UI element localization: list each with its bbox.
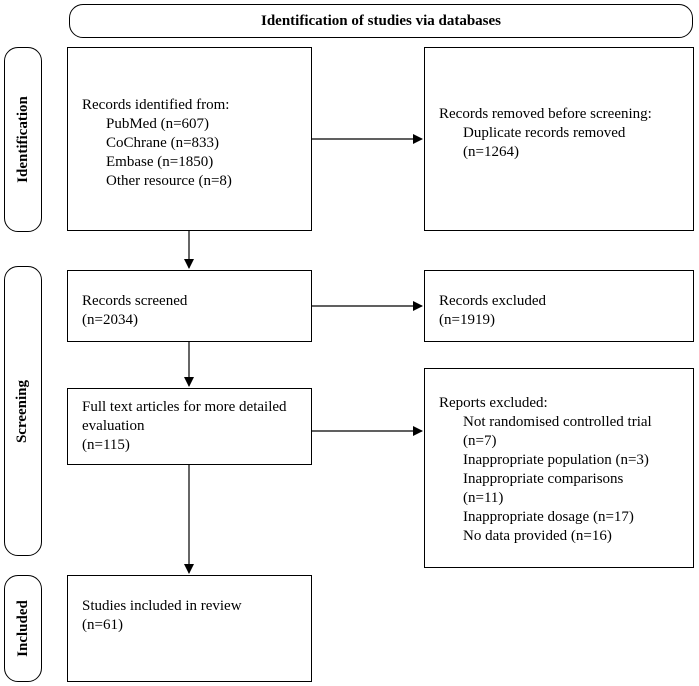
records-excluded-count: (n=1919) xyxy=(439,312,495,328)
reason-dosage: Inappropriate dosage (n=17) xyxy=(463,509,634,525)
stage-identification-label: Identification xyxy=(14,96,31,183)
reason-not-rct-count: (n=7) xyxy=(463,433,497,449)
header-title: Identification of studies via databases xyxy=(260,12,502,29)
records-screened-count: (n=2034) xyxy=(82,312,138,328)
stage-included-label: Included xyxy=(14,600,31,657)
studies-included-title: Studies included in review xyxy=(82,598,242,614)
header-box: Identification of studies via databases xyxy=(69,4,693,38)
source-other: Other resource (n=8) xyxy=(106,173,232,189)
stage-screening: Screening xyxy=(4,266,42,556)
source-embase: Embase (n=1850) xyxy=(106,154,214,170)
reason-comparisons: Inappropriate comparisons xyxy=(463,471,624,487)
duplicate-records-count: (n=1264) xyxy=(463,144,519,160)
reason-no-data: No data provided (n=16) xyxy=(463,528,612,544)
records-identified-box: Records identified from: PubMed (n=607) … xyxy=(67,47,312,231)
stage-included: Included xyxy=(4,575,42,682)
reports-excluded-title: Reports excluded: xyxy=(439,395,548,411)
records-removed-box: Records removed before screening: Duplic… xyxy=(424,47,694,231)
studies-included-count: (n=61) xyxy=(82,617,123,633)
stage-identification: Identification xyxy=(4,47,42,232)
stage-screening-label: Screening xyxy=(14,379,31,443)
reason-comparisons-count: (n=11) xyxy=(463,490,504,506)
duplicate-records-label: Duplicate records removed xyxy=(463,125,626,141)
records-excluded-box: Records excluded (n=1919) xyxy=(424,270,694,342)
reason-population: Inappropriate population (n=3) xyxy=(463,452,649,468)
studies-included-box: Studies included in review (n=61) xyxy=(67,575,312,682)
fulltext-box: Full text articles for more detailed eva… xyxy=(67,388,312,465)
fulltext-line1: Full text articles for more detailed xyxy=(82,399,287,415)
records-screened-box: Records screened (n=2034) xyxy=(67,270,312,342)
reason-not-rct: Not randomised controlled trial xyxy=(463,414,652,430)
fulltext-line2: evaluation xyxy=(82,418,145,434)
fulltext-count: (n=115) xyxy=(82,437,130,453)
records-excluded-title: Records excluded xyxy=(439,293,547,309)
records-identified-title: Records identified from: xyxy=(82,97,230,113)
records-removed-title: Records removed before screening: xyxy=(439,106,652,122)
reports-excluded-box: Reports excluded: Not randomised control… xyxy=(424,368,694,568)
records-screened-title: Records screened xyxy=(82,293,188,309)
source-pubmed: PubMed (n=607) xyxy=(106,116,210,132)
source-cochrane: CoChrane (n=833) xyxy=(106,135,220,151)
